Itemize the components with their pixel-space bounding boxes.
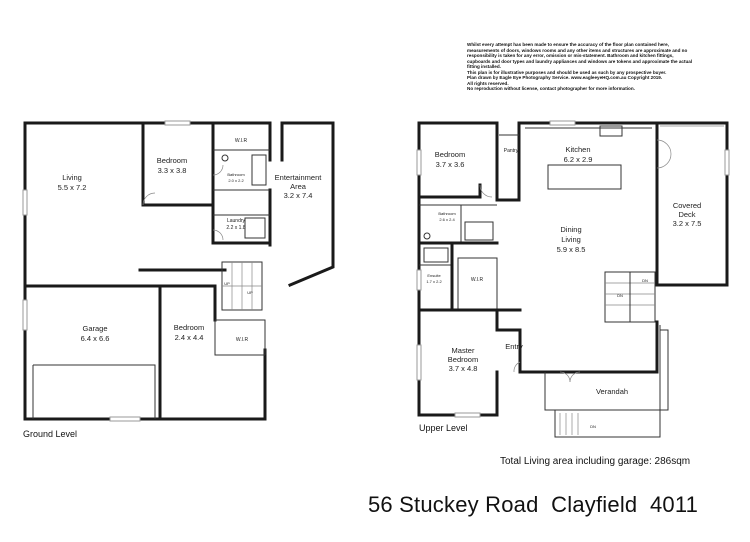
wir1-label: W.I.R — [235, 138, 248, 144]
kitchen-size: 6.2 x 2.9 — [564, 155, 593, 164]
dn-label-1: DN — [617, 293, 623, 298]
living-label-upper: Living — [561, 235, 581, 244]
upper-bathroom-label: Bathroom — [438, 211, 456, 216]
ensuite-size: 1.7 x 2.2 — [426, 279, 442, 284]
up-label-1: UP — [224, 281, 230, 286]
entertainment-size: 3.2 x 7.4 — [284, 191, 313, 200]
disclaimer-line: This plan is for illustrative purposes a… — [467, 69, 667, 75]
upper-bedroom-label: Bedroom — [435, 150, 465, 159]
bedroom1-label: Bedroom — [157, 156, 187, 165]
bedroom2-size: 2.4 x 4.4 — [175, 333, 204, 342]
living-size: 5.5 x 7.2 — [58, 183, 87, 192]
disclaimer-line: No reproduction without license, contact… — [467, 86, 635, 91]
bedroom1-size: 3.3 x 3.8 — [158, 166, 187, 175]
disclaimer-line: Plan drawn by Eagle Eye Photography Serv… — [467, 75, 663, 80]
verandah-label: Verandah — [596, 387, 628, 396]
bathroom-size: 2.0 x 2.2 — [228, 178, 244, 183]
laundry-label: Laundry — [227, 218, 246, 224]
disclaimer-line: responsibility is taken for any error, o… — [467, 53, 674, 58]
laundry-size: 2.2 x 1.8 — [226, 225, 245, 231]
dining-label: Dining — [560, 225, 581, 234]
garage-size: 6.4 x 6.6 — [81, 334, 110, 343]
master-size: 3.7 x 4.8 — [449, 364, 478, 373]
disclaimer-line: measurements of doors, windows rooms and… — [467, 47, 688, 53]
bedroom2-label: Bedroom — [174, 323, 204, 332]
bathroom-label: Bathroom — [227, 172, 245, 177]
dn-label-2: DN — [642, 278, 648, 283]
dining-size: 5.9 x 8.5 — [557, 245, 586, 254]
entertainment-label-2: Area — [290, 182, 307, 191]
covered-deck-label-2: Deck — [678, 210, 695, 219]
upper-bedroom-size: 3.7 x 3.6 — [436, 160, 465, 169]
covered-deck-size: 3.2 x 7.5 — [673, 219, 702, 228]
disclaimer-line: fitting installed. — [467, 64, 501, 69]
pantry-label: Pantry — [504, 148, 519, 154]
total-area-text: Total Living area including garage: 286s… — [500, 456, 691, 467]
master-label: Master — [452, 346, 475, 355]
disclaimer-line: Whilst every attempt has been made to en… — [467, 42, 669, 47]
upper-level-title: Upper Level — [419, 423, 468, 433]
dn-label-3: DN — [590, 424, 596, 429]
ground-level-plan: Living 5.5 x 7.2 Bedroom 3.3 x 3.8 W.I.R… — [22, 120, 335, 422]
master-label-2: Bedroom — [448, 355, 478, 364]
entertainment-label: Entertainment — [275, 173, 323, 182]
wir2-label: W.I.R — [236, 337, 249, 343]
disclaimer-text: Whilst every attempt has been made to en… — [467, 42, 727, 92]
upper-level-plan: Bedroom 3.7 x 3.6 Pantry Kitchen 6.2 x 2… — [416, 120, 730, 438]
property-address: 56 Stuckey Road Clayfield 4011 — [368, 492, 699, 517]
ensuite-label: Ensuite — [427, 273, 441, 278]
up-label-2: UP — [247, 290, 253, 295]
kitchen-label: Kitchen — [565, 145, 590, 154]
garage-label: Garage — [82, 324, 107, 333]
covered-deck-label: Covered — [673, 201, 701, 210]
entry-label: Entry — [505, 342, 523, 351]
living-label: Living — [62, 173, 82, 182]
ground-level-title: Ground Level — [23, 429, 78, 439]
upper-bathroom-size: 2.6 x 2.4 — [439, 217, 455, 222]
disclaimer-line: All rights reserved. — [467, 80, 509, 86]
disclaimer-line: cupboards and door types and laundry app… — [467, 58, 693, 64]
upper-wir-label: W.I.R — [471, 277, 484, 283]
